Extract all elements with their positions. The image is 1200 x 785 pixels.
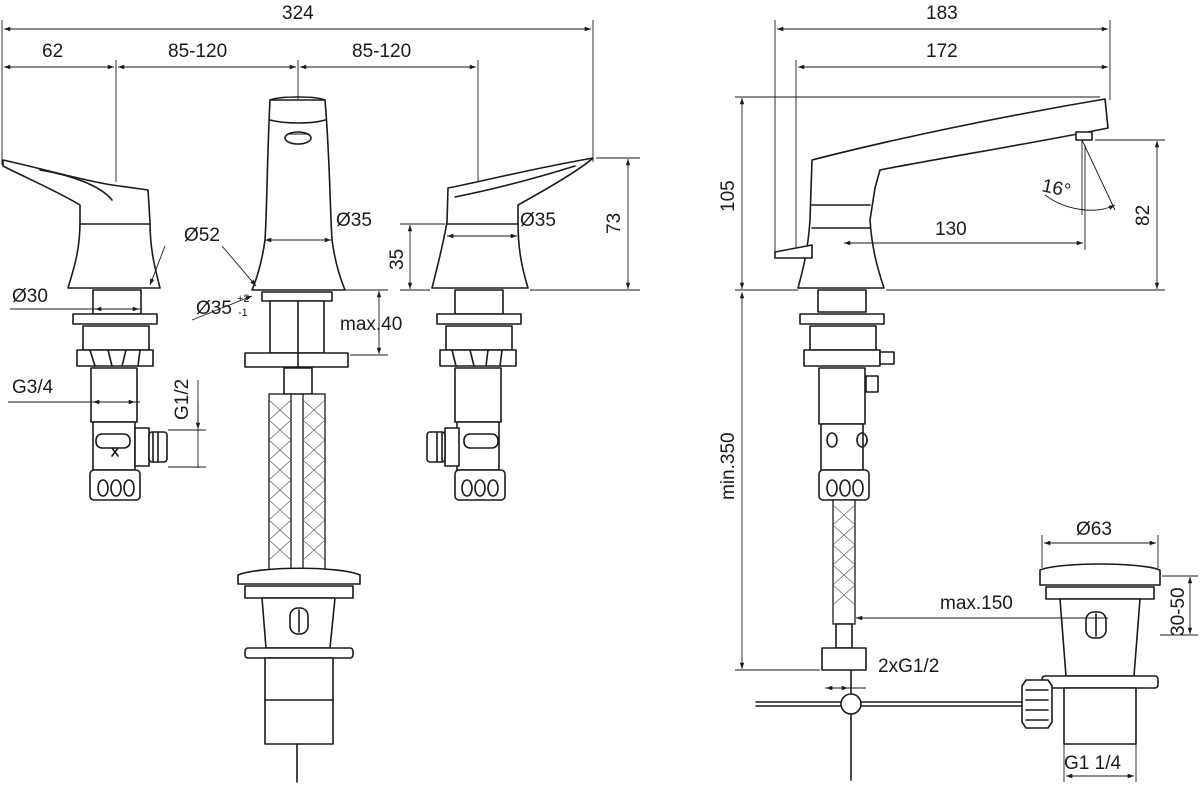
left-shank-dia-label: Ø30 xyxy=(12,286,48,307)
max-deck-label: max.40 xyxy=(340,314,402,335)
waste-offset-label: max.150 xyxy=(940,593,1013,614)
right-base-dia-label: Ø35 xyxy=(520,210,556,231)
center-spout xyxy=(237,96,361,783)
handle-base-height-label: 35 xyxy=(387,249,408,270)
spacing-left-label: 85-120 xyxy=(168,41,227,62)
side-dimensions: 105 130 16° 82 min.350 Ø63 max.150 xyxy=(718,96,1198,782)
inlet-thread-label: G3/4 xyxy=(12,377,54,398)
side-top-dimensions: 183 172 xyxy=(774,3,1111,258)
waste-thread-label: G1 1/4 xyxy=(1064,753,1121,774)
handle-height-side-label: 82 xyxy=(1133,205,1154,226)
hole-tol-upper: +2 xyxy=(237,293,250,305)
spout-base-dia-label: Ø35 xyxy=(336,210,372,231)
right-handle-valve xyxy=(426,157,594,501)
top-dimensions: 324 62 85-120 85-120 xyxy=(1,3,594,182)
spout-height-label: 105 xyxy=(718,180,739,212)
left-handle-valve xyxy=(2,159,168,501)
spout-reach-label: 172 xyxy=(926,41,958,62)
aerator-offset-label: 130 xyxy=(935,219,967,240)
hole-tol-lower: -1 xyxy=(238,307,248,319)
spout-dimensions: Ø35 Ø52 Ø35 +2 -1 max.40 xyxy=(149,210,402,356)
handle-height-label: 73 xyxy=(604,213,625,234)
left-handle-dimensions: Ø30 G3/4 G1/2 xyxy=(8,286,206,468)
outlet-thread-label: G1/2 xyxy=(172,379,193,420)
left-offset-label: 62 xyxy=(42,41,63,62)
waste-height-label: 30-50 xyxy=(1168,587,1189,636)
min-hose-length-label: min.350 xyxy=(718,432,739,500)
spacing-right-label: 85-120 xyxy=(352,41,411,62)
hole-dia-label: Ø35 xyxy=(196,298,232,319)
side-faucet-body xyxy=(755,98,1109,781)
overall-depth-label: 183 xyxy=(926,3,958,24)
waste-dia-label: Ø63 xyxy=(1076,519,1112,540)
side-waste xyxy=(1021,563,1161,745)
escutcheon-dia-label: Ø52 xyxy=(184,225,220,246)
side-view: 183 172 xyxy=(718,3,1198,782)
outlet-angle-label: 16° xyxy=(1040,176,1072,203)
overall-width-label: 324 xyxy=(282,3,314,24)
hose-connections-label: 2xG1/2 xyxy=(878,656,939,677)
front-view: 324 62 85-120 85-120 xyxy=(1,3,640,783)
right-handle-dimensions: Ø35 35 73 xyxy=(387,157,640,291)
